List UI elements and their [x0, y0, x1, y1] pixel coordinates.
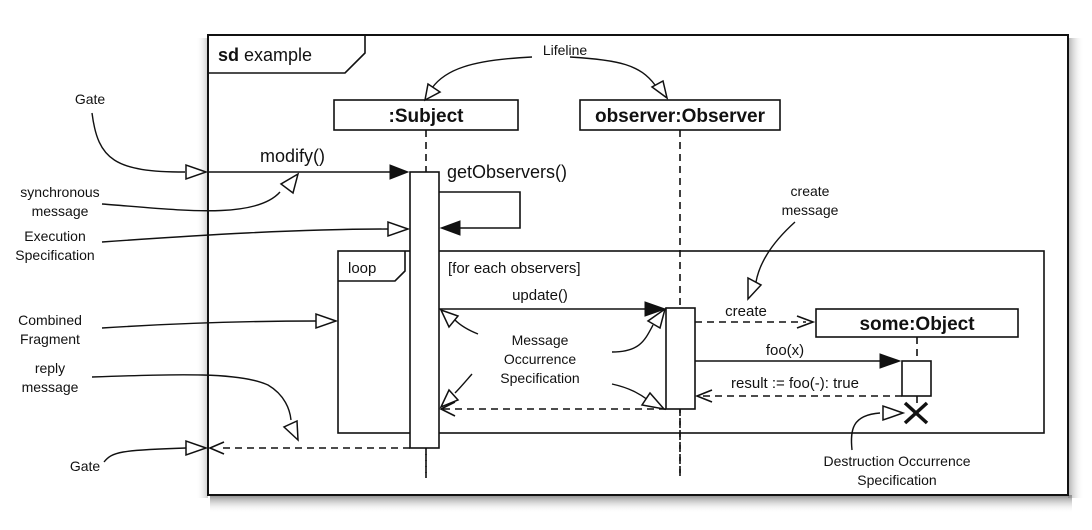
annotation-occurrence-line1: Message — [512, 332, 569, 348]
annotation-occurrence-pointer-3 — [611, 324, 654, 353]
annotation-destruction-pointer — [850, 412, 881, 451]
loop-guard: [for each observers] — [448, 260, 581, 277]
result-reply-label: result := foo(-): true — [731, 375, 859, 392]
frame-shadow-right — [1068, 38, 1084, 498]
frame-shadow-bottom — [210, 495, 1072, 513]
annotation-fragment-pointer — [101, 320, 319, 329]
lifeline-subject-label: :Subject — [389, 106, 465, 127]
destruction-x-icon — [903, 401, 929, 425]
annotation-reply-pointer — [91, 374, 292, 421]
foo-arrowhead-icon — [879, 353, 902, 369]
annotation-lifeline-arrow2-icon — [650, 79, 669, 100]
annotation-destruction-line2: Specification — [857, 472, 936, 488]
annotation-gate-bottom: Gate — [70, 458, 101, 474]
someobject-execution-spec[interactable] — [901, 360, 932, 397]
annotation-fragment-line1: Combined — [18, 312, 82, 328]
annotation-reply-line1: reply — [35, 360, 65, 376]
frame-shadow-left — [196, 38, 208, 498]
create-arrowhead-icon — [796, 315, 816, 329]
annotation-create-line2: message — [782, 202, 839, 218]
annotation-gate-top: Gate — [75, 91, 106, 107]
getobservers-message-line[interactable] — [439, 191, 521, 229]
annotation-reply-arrow-icon — [282, 419, 299, 442]
annotation-exec-arrow-icon — [387, 220, 411, 238]
update-arrowhead-icon — [644, 301, 667, 317]
annotation-lifeline-arrow-icon — [423, 82, 442, 102]
annotation-gate-bottom-pointer — [103, 447, 187, 463]
annotation-lifeline: Lifeline — [543, 42, 588, 58]
loop-fragment-tab — [338, 251, 406, 282]
annotation-create-arrow-icon — [747, 276, 763, 301]
annotation-occurrence-arrow4-icon — [640, 391, 666, 411]
update-reply-arrowhead-icon — [439, 401, 456, 417]
annotation-occurrence-line2: Occurrence — [504, 351, 577, 367]
create-message-label: create — [725, 303, 767, 320]
annotation-gate-top-pointer — [91, 112, 186, 173]
modify-arrowhead-icon — [389, 164, 410, 180]
lifeline-someobject-label: some:Object — [859, 314, 975, 335]
loop-operator: loop — [348, 260, 376, 277]
result-reply-arrowhead-icon — [694, 389, 713, 403]
modify-message-label: modify() — [260, 146, 325, 166]
annotation-sync-line2: message — [32, 203, 89, 219]
annotation-occurrence-arrow1-icon — [439, 308, 460, 329]
annotation-fragment-arrow-icon — [315, 312, 339, 330]
lifeline-observer-head[interactable] — [579, 99, 781, 131]
gate-reply-arrowhead-icon — [207, 441, 225, 455]
annotation-gate-bottom-arrow-icon — [185, 439, 209, 457]
annotation-create-line1: create — [791, 183, 830, 199]
sd-frame-tab — [208, 35, 366, 74]
annotation-sync-line1: synchronous — [20, 184, 99, 200]
loop-fragment[interactable] — [337, 250, 1045, 434]
annotation-reply-line2: message — [22, 379, 79, 395]
lifeline-observer-label: observer:Observer — [595, 106, 766, 127]
annotation-destruction-line1: Destruction Occurrence — [823, 453, 970, 469]
annotation-exec-line1: Execution — [24, 228, 85, 244]
annotation-occurrence-pointer-1 — [454, 319, 479, 335]
annotation-fragment-line2: Fragment — [20, 331, 80, 347]
annotation-sync-pointer — [101, 191, 281, 212]
observer-execution-spec[interactable] — [665, 307, 696, 410]
foo-message-label: foo(x) — [766, 342, 804, 359]
annotation-occurrence-pointer-2 — [454, 373, 473, 394]
getobservers-arrowhead-icon — [439, 220, 461, 236]
annotation-create-pointer — [755, 221, 796, 283]
annotation-destruction-arrow-icon — [882, 404, 906, 422]
annotation-occurrence-arrow3-icon — [646, 307, 667, 330]
update-message-label: update() — [512, 287, 568, 304]
sd-frame-title: sd example — [218, 45, 312, 65]
getobservers-message-label: getObservers() — [447, 162, 567, 182]
annotation-occurrence-line3: Specification — [500, 370, 579, 386]
lifeline-subject-head[interactable] — [333, 99, 519, 131]
annotation-lifeline-pointer-observer — [569, 56, 656, 86]
subject-execution-spec[interactable] — [409, 171, 440, 449]
annotation-exec-line2: Specification — [15, 247, 94, 263]
annotation-sync-arrow-icon — [279, 172, 300, 195]
annotation-occurrence-arrow2-icon — [439, 388, 460, 409]
annotation-lifeline-pointer-subject — [431, 56, 533, 89]
annotation-gate-top-arrow-icon — [185, 163, 209, 181]
annotation-exec-pointer — [101, 228, 389, 243]
